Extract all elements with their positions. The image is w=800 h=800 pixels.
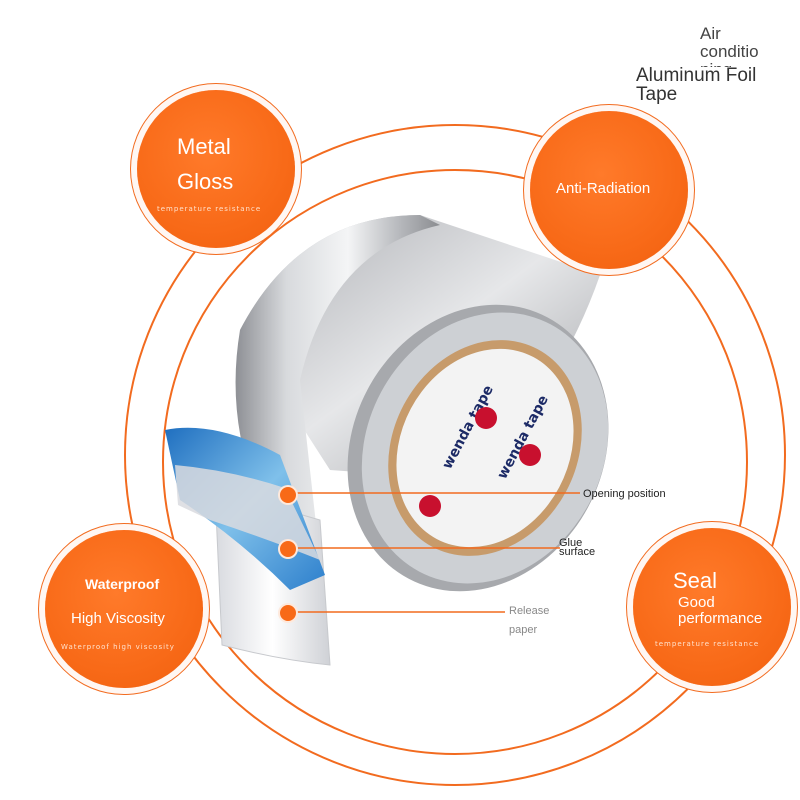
outer-ring <box>124 124 786 786</box>
badge-metal-caption: temperature resistance <box>157 205 262 213</box>
core-logo-2 <box>519 444 541 466</box>
badge-seal-subtitle1: Good <box>678 594 715 611</box>
product-title-line2: Aluminum Foil Tape <box>636 65 757 105</box>
badge-anti-radiation: Anti-Radiation <box>530 111 688 269</box>
badge-water-subtitle: High Viscosity <box>71 610 165 627</box>
badge-anti-title: Anti-Radiation <box>556 180 651 197</box>
inner-ring <box>162 169 748 755</box>
callout-release-label1: Release <box>509 605 550 617</box>
badge-seal: Seal Good performance temperature resist… <box>633 528 791 686</box>
badge-metal-title2: Gloss <box>177 169 234 194</box>
badge-waterproof: Waterproof High Viscosity Waterproof hig… <box>45 530 203 688</box>
core-logo-1 <box>475 407 497 429</box>
badge-water-caption: Waterproof high viscosity <box>61 643 175 651</box>
callout-glue-label2: surface <box>559 546 596 558</box>
badge-seal-title: Seal <box>673 568 718 593</box>
callout-dot-glue <box>278 539 298 559</box>
badge-metal-title1: Metal <box>177 134 231 159</box>
badge-water-title: Waterproof <box>85 576 160 592</box>
product-title-line1: Air conditio ning <box>700 25 759 67</box>
callout-dot-opening <box>278 485 298 505</box>
callout-release-label2: paper <box>509 624 538 636</box>
badge-seal-subtitle2: performance <box>678 610 763 627</box>
core-logo-3 <box>419 495 441 517</box>
tape-roll: wenda tape wenda tape <box>235 215 609 592</box>
callout-dot-release <box>278 603 298 623</box>
callout-opening-label: Opening position <box>583 488 666 500</box>
callout-glue-label1: Glue <box>559 537 583 549</box>
badge-metal-gloss: Metal Gloss temperature resistance <box>137 90 295 248</box>
badge-seal-caption: temperature resistance <box>655 640 760 648</box>
